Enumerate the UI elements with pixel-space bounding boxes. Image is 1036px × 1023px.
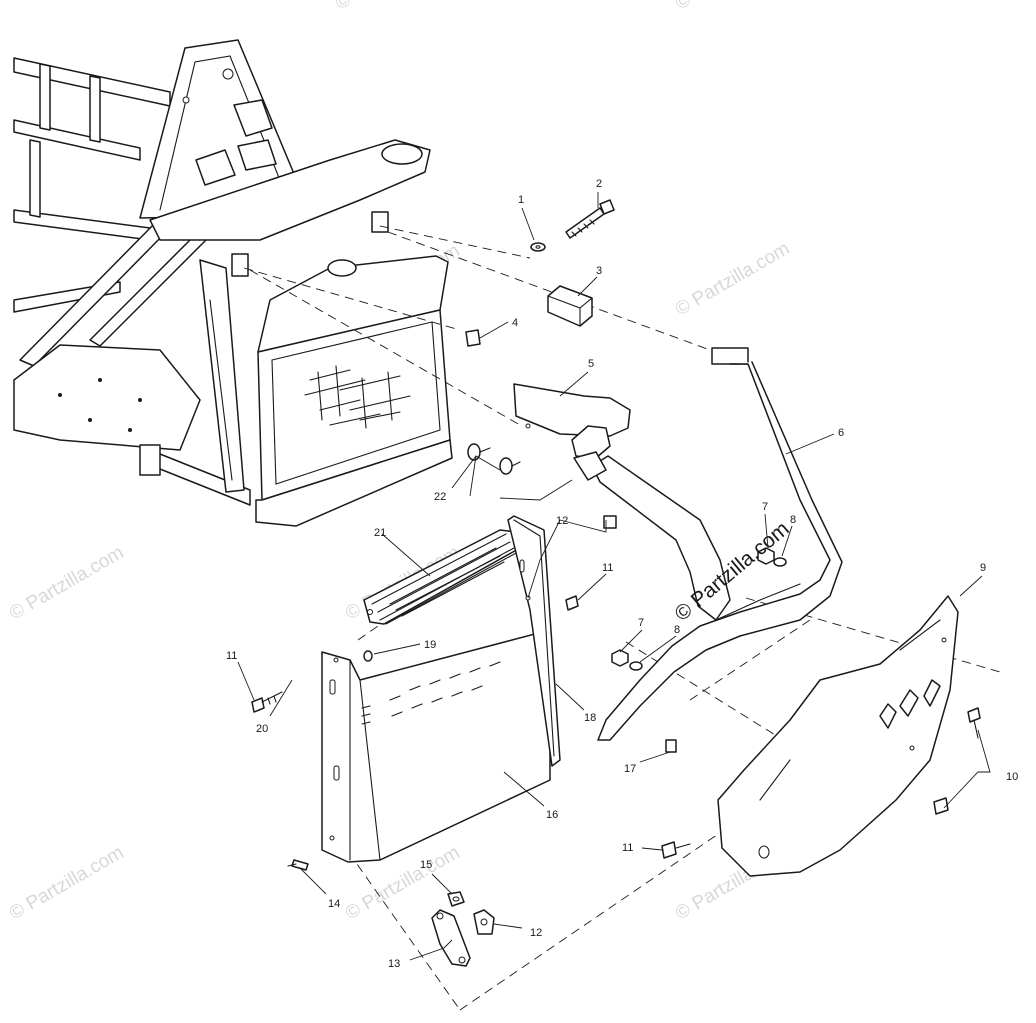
watermark-text: © Partzilla.com — [332, 0, 453, 14]
callout-4: 4 — [512, 317, 518, 329]
callout-17: 17 — [624, 763, 636, 775]
chassis-frame — [13, 39, 431, 506]
watermark-text: © Partzilla.com — [6, 542, 127, 624]
callout-1: 1 — [518, 194, 524, 206]
callout-3: 3 — [596, 265, 602, 277]
skid-plate-9 — [717, 595, 959, 877]
leader-lines — [237, 192, 991, 961]
callout-8: 8 — [790, 514, 796, 526]
callout-10: 10 — [1006, 771, 1018, 783]
callout-20: 20 — [256, 723, 268, 735]
nuts-7-8 — [611, 547, 787, 671]
callout-5: 5 — [588, 358, 594, 370]
callout-15: 15 — [420, 859, 432, 871]
callout-labels: 1 2 3 4 5 6 7 8 7 8 9 10 11 11 11 12 12 … — [226, 178, 1018, 970]
watermark-text: © Partzilla.com — [6, 842, 127, 924]
callout-7: 7 — [762, 501, 768, 513]
hardware-misc — [251, 515, 677, 753]
grille-panel-21 — [363, 529, 521, 625]
shroud-16 — [321, 629, 551, 863]
callout-18: 18 — [584, 712, 596, 724]
rivets-22 — [467, 443, 521, 475]
callout-2: 2 — [596, 178, 602, 190]
callout-6: 6 — [838, 427, 844, 439]
bumper-tube-6 — [573, 347, 843, 741]
radiator — [255, 255, 453, 527]
callout-12: 12 — [530, 927, 542, 939]
callout-13: 13 — [388, 958, 400, 970]
hardware-top — [465, 199, 615, 347]
screws-10-11 — [661, 707, 981, 859]
callout-16: 16 — [546, 809, 558, 821]
callout-14: 14 — [328, 898, 340, 910]
callout-9: 9 — [980, 562, 986, 574]
watermark-text: © Partzilla.com — [672, 238, 793, 320]
callout-22: 22 — [434, 491, 446, 503]
callout-11: 11 — [622, 842, 633, 854]
callout-12: 12 — [556, 515, 568, 527]
panel-5 — [513, 383, 631, 459]
hardware-bottom — [287, 859, 495, 967]
watermark-text: © Partzilla.com — [672, 0, 793, 14]
bolt-2 — [565, 199, 615, 239]
callout-7: 7 — [638, 617, 644, 629]
callout-11: 11 — [602, 562, 613, 574]
callout-11: 11 — [226, 650, 237, 662]
callout-19: 19 — [424, 639, 436, 651]
callout-21: 21 — [374, 527, 386, 539]
callout-8: 8 — [674, 624, 680, 636]
